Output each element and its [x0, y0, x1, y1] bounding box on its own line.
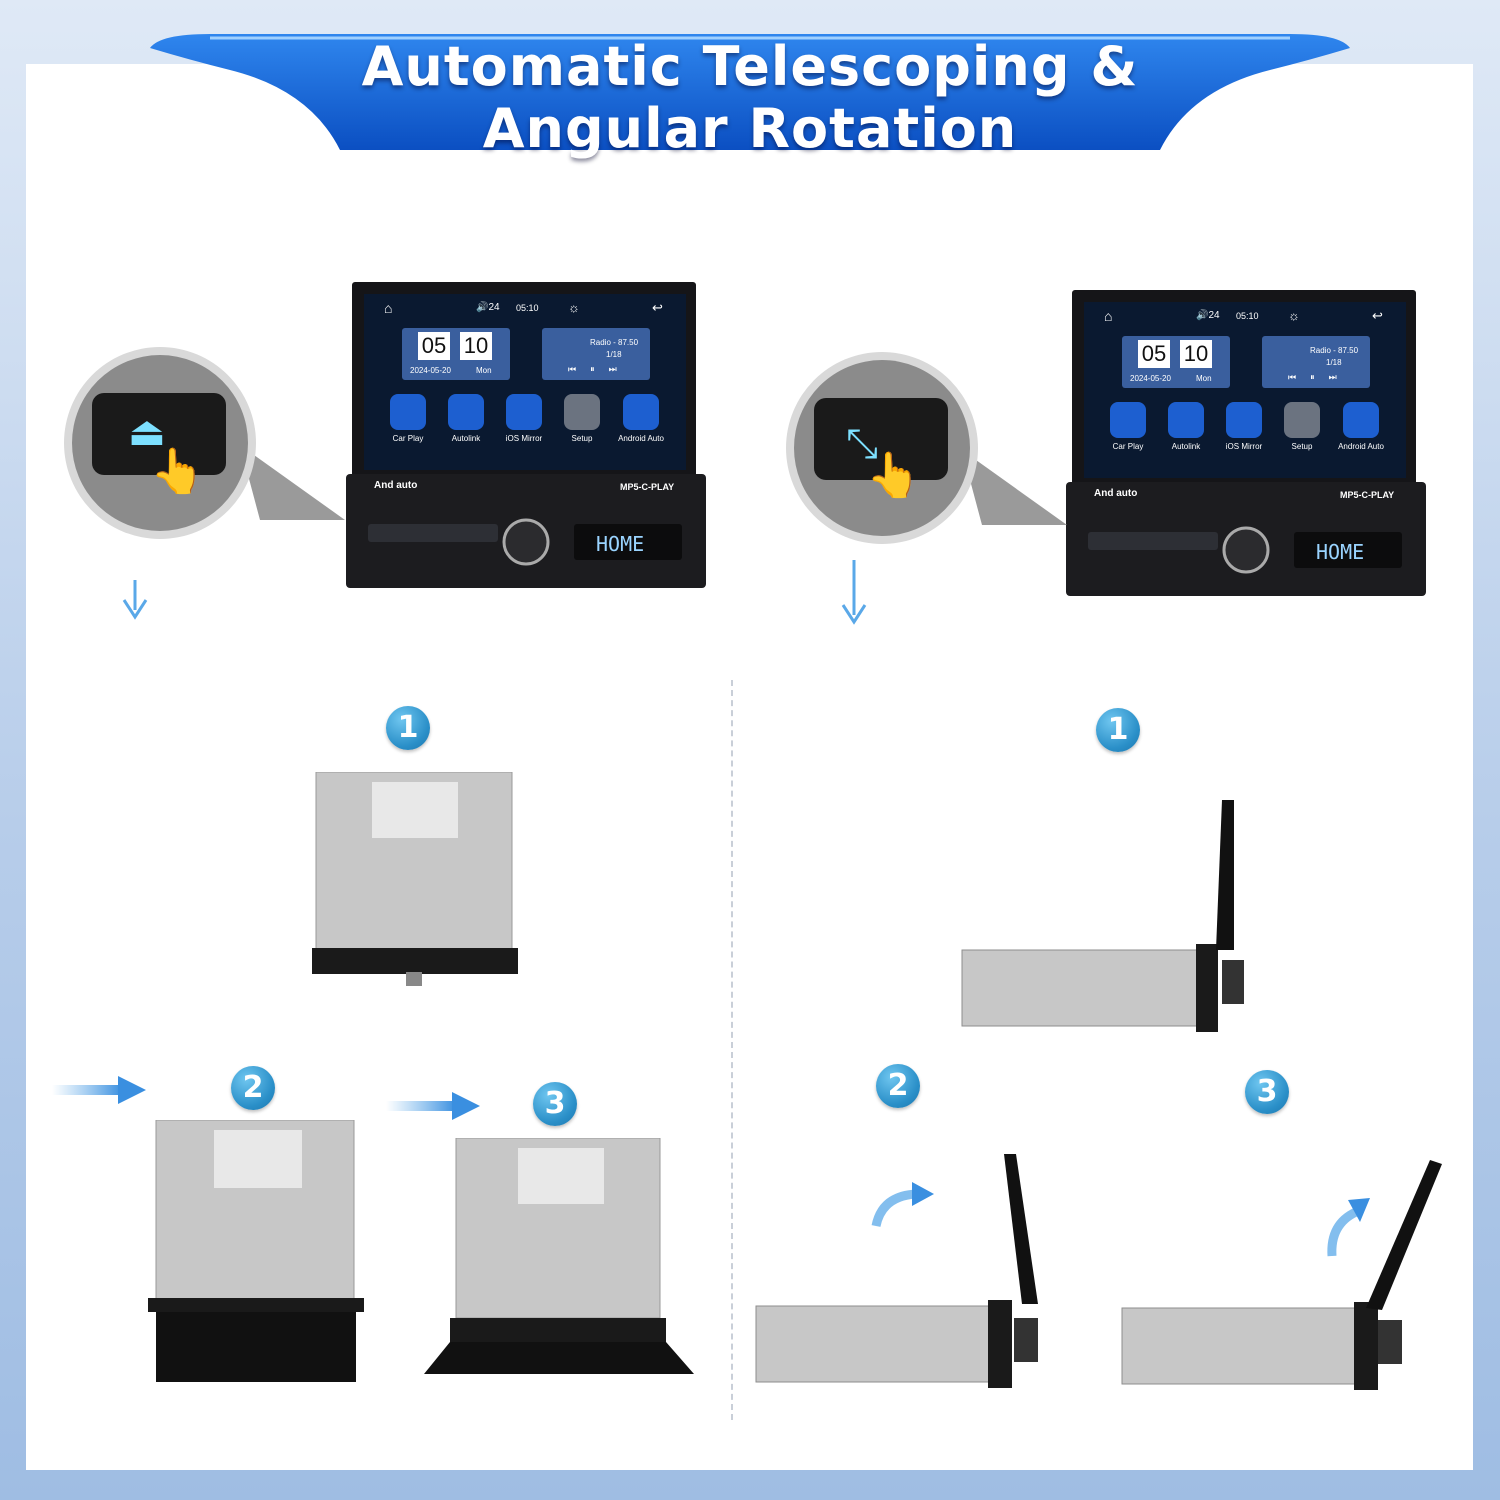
- rotate-button-callout: [786, 352, 1067, 625]
- clock-minute: 10: [460, 332, 492, 360]
- banner-line-1: Automatic Telescoping &: [361, 35, 1139, 98]
- gear-icon: [564, 394, 600, 430]
- app-setup[interactable]: Setup: [1280, 402, 1324, 451]
- clock-hour: 05: [1138, 340, 1170, 368]
- app-label: Setup: [1291, 442, 1313, 451]
- app-label: Car Play: [1112, 442, 1144, 451]
- house-icon[interactable]: ⌂: [384, 300, 393, 316]
- app-label: Autolink: [1171, 442, 1201, 451]
- clock-weekday: Mon: [476, 366, 492, 375]
- right-step-2: 2: [876, 1064, 920, 1108]
- volume-level: 24: [488, 302, 500, 313]
- right-unit-side-view-2: [755, 1154, 1038, 1388]
- curved-arrow-icon: [1327, 1198, 1370, 1257]
- model-label: MP5-C-PLAY: [620, 482, 675, 492]
- banner-line-2: Angular Rotation: [482, 97, 1018, 160]
- app-ios-mirror[interactable]: iOS Mirror: [1222, 402, 1266, 451]
- radio-controls[interactable]: ⏮⏸⏭: [1288, 372, 1351, 382]
- ios-mirror-icon: [1226, 402, 1262, 438]
- arrow-right-icon: [52, 1076, 146, 1104]
- carplay-icon: [390, 394, 426, 430]
- left-step-1: 1: [386, 706, 430, 750]
- left-unit-top-view-2: [148, 1120, 364, 1382]
- banner-title: Automatic Telescoping & Angular Rotation: [0, 36, 1500, 160]
- back-icon[interactable]: ↩: [1372, 308, 1383, 323]
- app-label: Car Play: [392, 434, 424, 443]
- left-step-3: 3: [533, 1082, 577, 1126]
- android-auto-icon: [623, 394, 659, 430]
- clock-date: 2024-05-20: [410, 366, 451, 375]
- app-autolink[interactable]: Autolink: [1164, 402, 1208, 451]
- model-label: MP5-C-PLAY: [1340, 490, 1395, 500]
- pointing-hand-icon: 👆: [866, 451, 921, 500]
- brand-logo: And auto: [1094, 488, 1138, 499]
- left-unit-top-view-3: [424, 1138, 694, 1374]
- android-auto-icon: [1343, 402, 1379, 438]
- title-banner: [150, 34, 1350, 150]
- app-label: Android Auto: [1338, 442, 1384, 451]
- lcd-display: HOME: [1316, 540, 1365, 564]
- autolink-icon: [1168, 402, 1204, 438]
- autolink-icon: [448, 394, 484, 430]
- volume-level: 24: [1208, 310, 1220, 321]
- lcd-display: HOME: [596, 532, 645, 556]
- clock-widget: 05 10 2024-05-20 Mon: [1122, 336, 1230, 388]
- status-time: 05:10: [1236, 311, 1259, 321]
- radio-widget[interactable]: Radio - 87.50 1/18 ⏮⏸⏭: [542, 328, 650, 380]
- app-label: Setup: [571, 434, 593, 443]
- app-carplay[interactable]: Car Play: [386, 394, 430, 443]
- tilt-icon[interactable]: ⤡: [846, 422, 878, 466]
- app-label: Android Auto: [618, 434, 664, 443]
- back-icon[interactable]: ↩: [652, 300, 663, 315]
- pointing-hand-icon: 👆: [150, 447, 205, 496]
- radio-controls[interactable]: ⏮⏸⏭: [568, 364, 631, 374]
- radio-track: 1/18: [606, 350, 622, 359]
- curved-arrow-icon: [871, 1182, 934, 1228]
- right-step-3: 3: [1245, 1070, 1289, 1114]
- arrow-right-icon: [386, 1092, 480, 1120]
- head-unit-left: ⌂ 🔊24 05:10 ☼ ↩ 05 10 2024-05-20 Mon Rad…: [346, 282, 706, 588]
- app-label: iOS Mirror: [505, 434, 543, 443]
- radio-track: 1/18: [1326, 358, 1342, 367]
- radio-widget[interactable]: Radio - 87.50 1/18 ⏮⏸⏭: [1262, 336, 1370, 388]
- app-label: iOS Mirror: [1225, 442, 1263, 451]
- gear-icon: [1284, 402, 1320, 438]
- left-step-2: 2: [231, 1066, 275, 1110]
- left-unit-top-view-1: [312, 772, 518, 986]
- clock-widget: 05 10 2024-05-20 Mon: [402, 328, 510, 380]
- house-icon[interactable]: ⌂: [1104, 308, 1113, 324]
- eject-button-callout: [64, 347, 345, 620]
- volume-indicator: 🔊24: [1196, 310, 1220, 321]
- radio-frequency: Radio - 87.50: [1310, 346, 1359, 355]
- app-carplay[interactable]: Car Play: [1106, 402, 1150, 451]
- clock-date: 2024-05-20: [1130, 374, 1171, 383]
- right-step-1: 1: [1096, 708, 1140, 752]
- head-unit-right: ⌂ 🔊24 05:10 ☼ ↩ 05 10 2024-05-20 Mon Rad…: [1066, 290, 1426, 596]
- ios-mirror-icon: [506, 394, 542, 430]
- section-divider: [731, 680, 733, 1420]
- clock-hour: 05: [418, 332, 450, 360]
- right-unit-side-view-3: [1121, 1160, 1442, 1390]
- volume-indicator: 🔊24: [476, 302, 500, 313]
- clock-weekday: Mon: [1196, 374, 1212, 383]
- app-android-auto[interactable]: Android Auto: [616, 394, 666, 443]
- radio-frequency: Radio - 87.50: [590, 338, 639, 347]
- right-unit-side-view-1: [961, 800, 1244, 1032]
- eject-icon[interactable]: ⏏: [128, 410, 166, 454]
- brand-logo: And auto: [374, 480, 418, 491]
- brightness-icon[interactable]: ☼: [568, 300, 580, 315]
- app-setup[interactable]: Setup: [560, 394, 604, 443]
- status-time: 05:10: [516, 303, 539, 313]
- app-label: Autolink: [451, 434, 481, 443]
- app-android-auto[interactable]: Android Auto: [1336, 402, 1386, 451]
- clock-minute: 10: [1180, 340, 1212, 368]
- brightness-icon[interactable]: ☼: [1288, 308, 1300, 323]
- app-autolink[interactable]: Autolink: [444, 394, 488, 443]
- app-ios-mirror[interactable]: iOS Mirror: [502, 394, 546, 443]
- carplay-icon: [1110, 402, 1146, 438]
